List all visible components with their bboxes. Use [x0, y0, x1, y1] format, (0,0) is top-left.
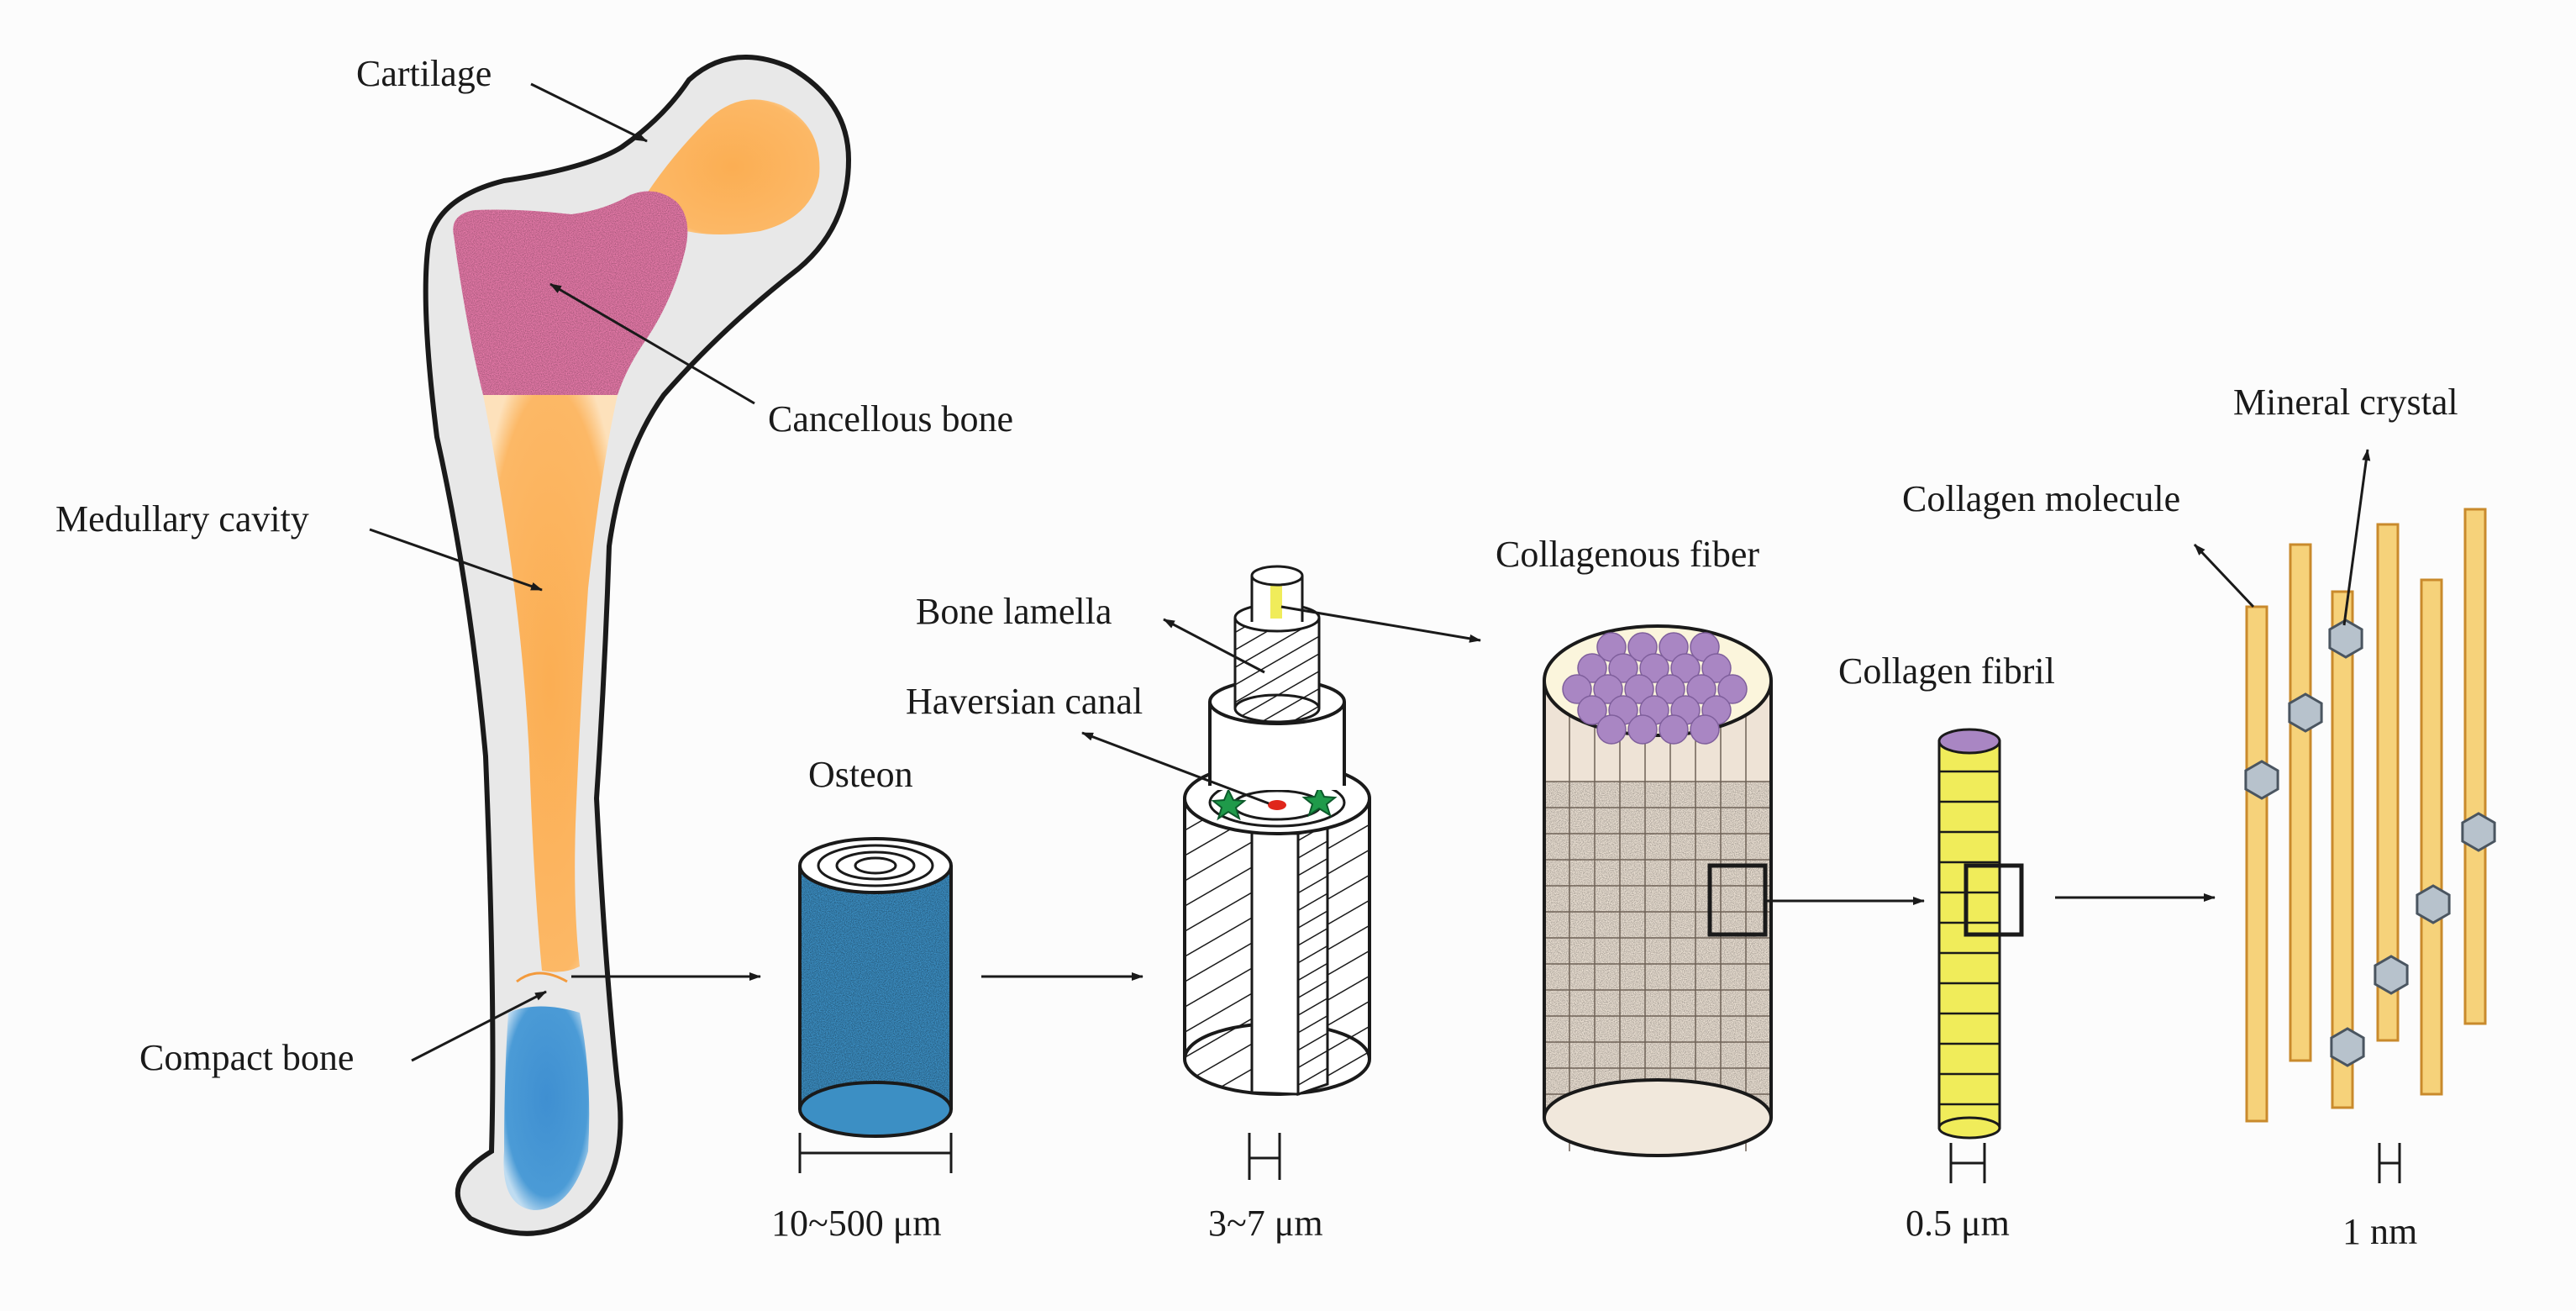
fiber-head-circle: [1562, 674, 1592, 704]
mineral-crystal-hex: [2461, 812, 2496, 852]
fiber-head-circle: [1690, 714, 1720, 745]
scale-label-osteon: 10~500 μm: [771, 1203, 942, 1244]
collagen-molecule-rod: [2245, 605, 2268, 1123]
arrow-compact: [411, 990, 547, 1062]
fiber-head-circle: [1608, 653, 1638, 683]
collagen-fibril: [1937, 728, 2024, 1140]
label-cancellous-bone: Cancellous bone: [768, 398, 1013, 440]
scale-bar-molecule: [2378, 1143, 2401, 1183]
lamellae-cylinder: [1183, 565, 1371, 1097]
mineral-crystal-hex: [2244, 760, 2279, 800]
fiber-head-circle: [1655, 674, 1685, 704]
scale-bars: [798, 1133, 2401, 1183]
fiber-zoom-box: [1707, 863, 1768, 937]
fiber-head-circle: [1627, 714, 1658, 745]
fiber-head-circle: [1593, 674, 1623, 704]
collagen-molecule-rod: [2289, 543, 2312, 1062]
fibril-zoom-box: [1964, 863, 2024, 937]
label-compact-bone: Compact bone: [139, 1037, 354, 1078]
label-haversian-canal: Haversian canal: [906, 681, 1143, 722]
fiber-head-circle: [1596, 714, 1627, 745]
arrow-haversian: [1081, 731, 1270, 805]
label-cartilage: Cartilage: [356, 53, 492, 94]
label-collagenous-fiber: Collagenous fiber: [1496, 534, 1759, 575]
scale-label-fibril: 0.5 μm: [1906, 1203, 2010, 1244]
mineral-crystal-hex: [2288, 692, 2323, 733]
femur: [423, 55, 852, 1236]
fibril-head: [1937, 728, 2001, 755]
fiber-head-circle: [1686, 674, 1716, 704]
arrow-bone-lamella: [1163, 618, 1265, 674]
fibril-bands: [1939, 770, 2000, 1106]
cartilage-region: [645, 99, 820, 234]
arrows: [369, 82, 2371, 1062]
label-medullary-cavity: Medullary cavity: [55, 498, 309, 540]
fiber-head-circle: [1577, 653, 1607, 683]
label-bone-lamella: Bone lamella: [916, 591, 1112, 632]
medullary-region: [483, 395, 618, 972]
label-osteon: Osteon: [808, 754, 913, 795]
mineral-crystal-hex: [2330, 1027, 2365, 1067]
collagen-molecule-rod: [2420, 578, 2443, 1096]
fiber-grid: [1544, 689, 1771, 1151]
haversian-star-left: [1211, 787, 1247, 821]
scale-label-lamella: 3~7 μm: [1208, 1203, 1323, 1244]
fiber-head-circle: [1659, 714, 1689, 745]
collagen-molecule-rod: [2376, 523, 2400, 1042]
label-mineral-crystal: Mineral crystal: [2233, 382, 2458, 423]
scale-bar-fibril: [1949, 1143, 1986, 1183]
haversian-canal-dot: [1268, 800, 1286, 810]
fiber-head-circle: [1701, 653, 1732, 683]
mineral-crystal-hex: [2416, 884, 2451, 924]
compact-region: [503, 1006, 590, 1210]
mineral-crystals: [2244, 619, 2496, 1067]
fiber-head-circle: [1624, 674, 1654, 704]
label-collagen-molecule: Collagen molecule: [1902, 478, 2180, 519]
osteon-top: [798, 837, 953, 894]
label-collagen-fibril: Collagen fibril: [1838, 650, 2055, 692]
collagen-molecule-rod: [2463, 508, 2487, 1025]
mineral-crystal-hex: [2328, 619, 2363, 659]
fiber-head-circles: [1562, 632, 1748, 745]
arrow-cartilage: [530, 82, 648, 143]
fiber-head-circle: [1670, 653, 1701, 683]
arrow-collagen-molecule: [2193, 543, 2255, 608]
osteon: [798, 837, 953, 1138]
scale-label-molecule: 1 nm: [2342, 1211, 2417, 1252]
mineral-crystal-hex: [2374, 955, 2409, 995]
fiber-head-circle: [1717, 674, 1748, 704]
fiber-head-circle: [1577, 695, 1607, 725]
arrow-mineral-crystal: [2342, 449, 2371, 626]
arrow-medullary: [369, 528, 543, 592]
fiber-head-circle: [1639, 653, 1669, 683]
arrow-cancellous: [549, 282, 755, 405]
scale-bar-osteon: [798, 1133, 953, 1173]
haversian-star-right: [1301, 784, 1338, 818]
scale-bar-lamella: [1248, 1133, 1281, 1180]
collagenous-fiber: [1543, 624, 1773, 1157]
collagen-molecules: [2245, 508, 2487, 1123]
collagen-molecule-rod: [2331, 590, 2354, 1109]
arrow-lamella-to-fiber: [1280, 605, 1481, 643]
